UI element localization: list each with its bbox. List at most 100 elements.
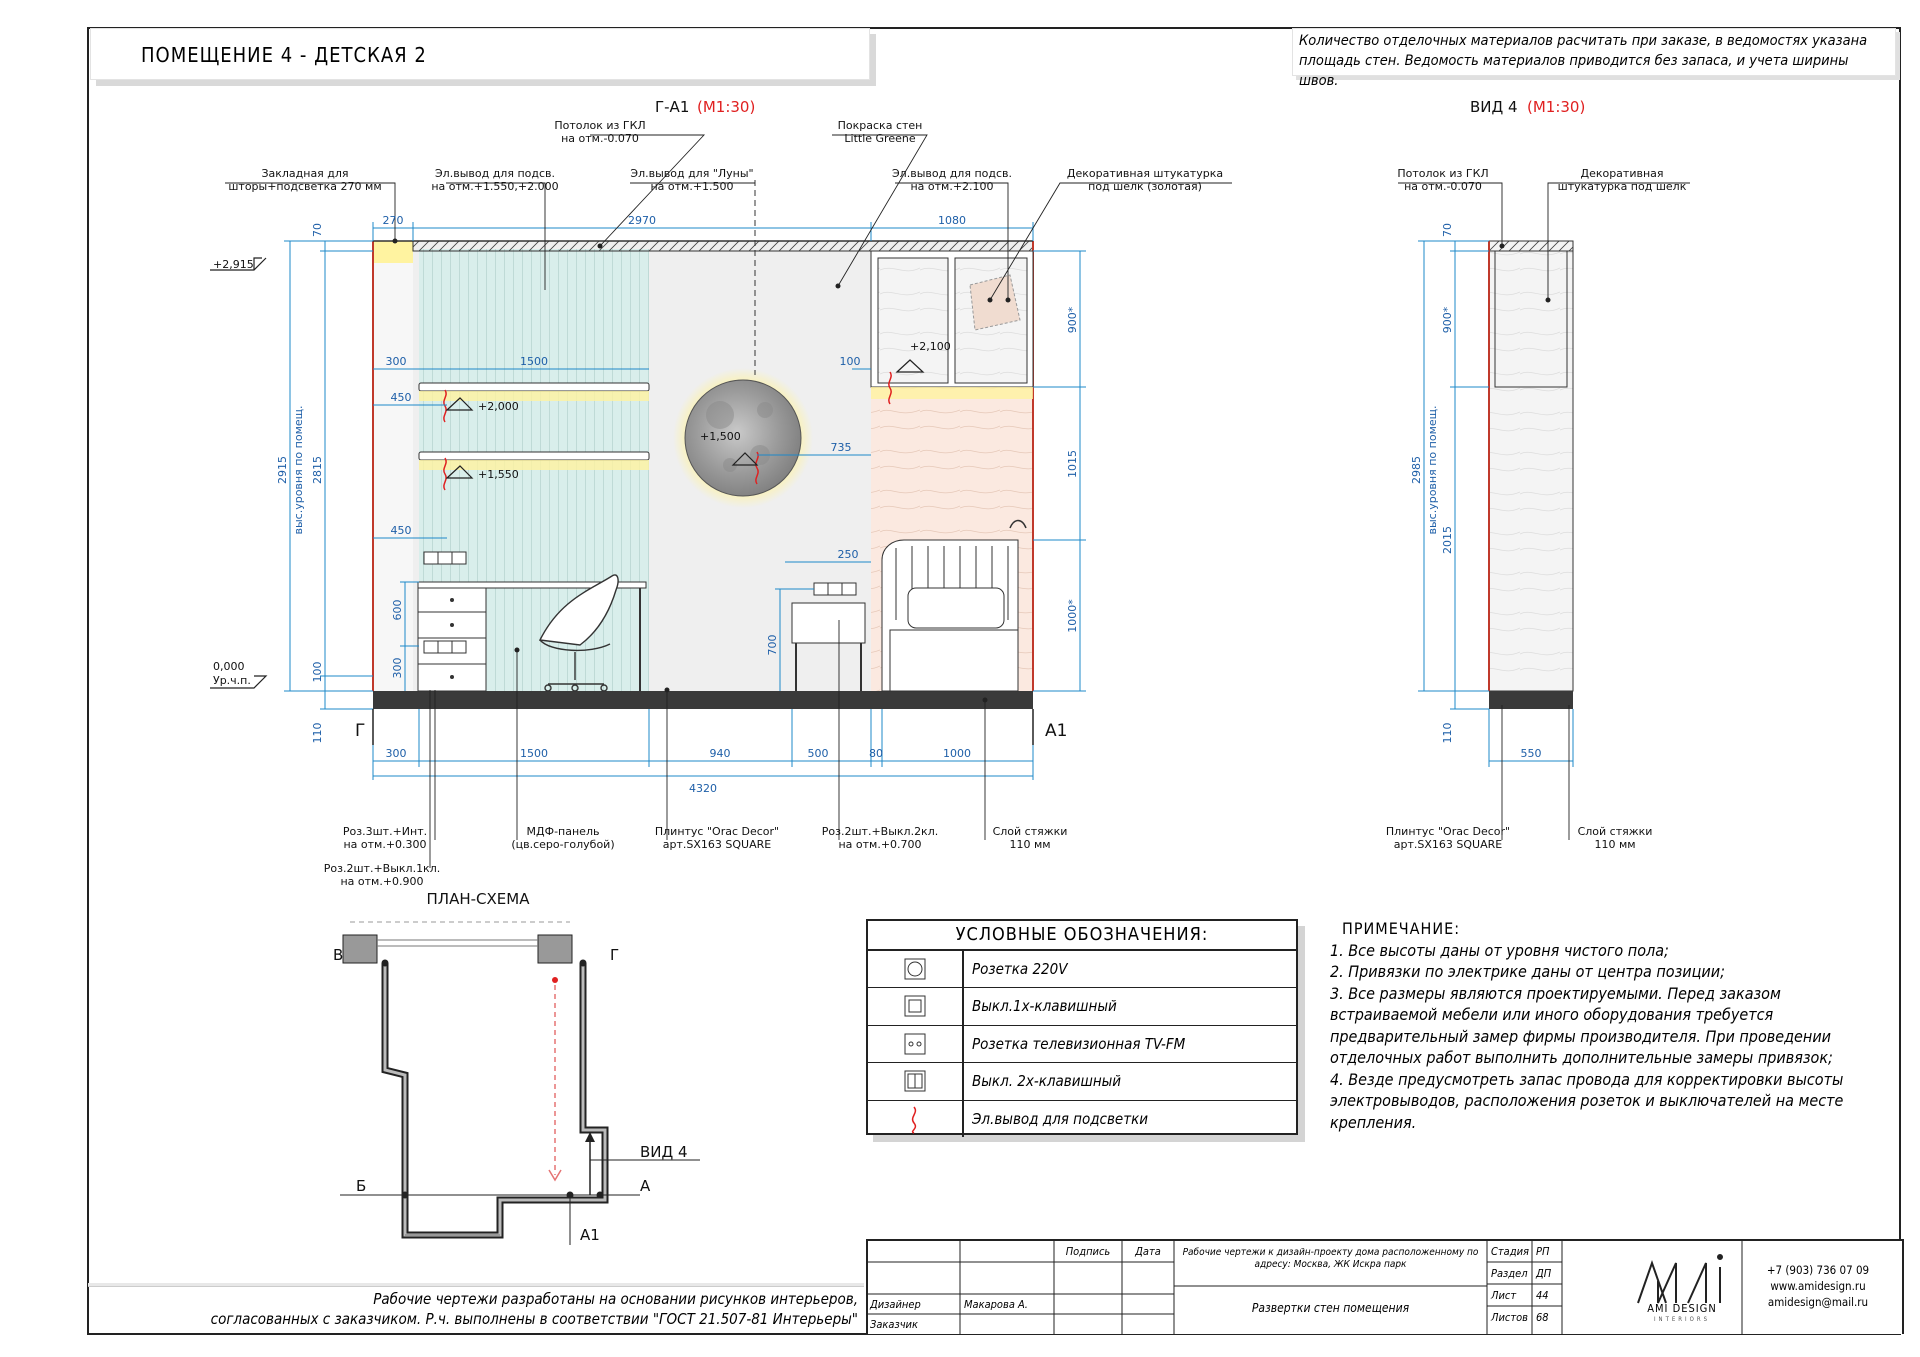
plan-label-a1: А1 [580,1226,600,1244]
switch-2-icon [904,1070,926,1092]
legend-row: Розетка 220V [868,951,1296,989]
label-paint-1: Покраска стен [838,119,923,132]
plan-label-b: Б [356,1177,366,1195]
view-dim-caption: выс.уровня по помещ. [1426,406,1439,535]
elev-main-title: Г-А1 [655,98,689,116]
level-zero-label: Ур.ч.п. [213,674,251,687]
dim-left-100: 100 [311,662,324,683]
level-1500: +1,500 [700,430,741,443]
dim-top-3: 1080 [938,214,966,227]
footer-line-2: согласованных с заказчиком. Р.ч. выполне… [210,1310,858,1328]
label-b2-1: Роз.2шт.+Выкл.1кл. [324,862,440,875]
stamp-sheets-label: Листов [1491,1311,1528,1324]
switch-1-icon [904,995,926,1017]
elev-view-scale: (М1:30) [1527,98,1585,116]
legend-text: Эл.вывод для подсветки [972,1109,1149,1128]
note-item: 1. Все высоты даны от уровня чистого пол… [1330,940,1669,960]
notes-block: ПРИМЕЧАНИЕ: 1. Все высоты даны от уровня… [1330,918,1850,1133]
dim-bot-1: 300 [386,747,407,760]
plan-title: ПЛАН-СХЕМА [427,890,531,908]
tv-socket-icon [904,1033,926,1055]
light-outlet-icon [911,1106,917,1134]
dim-right-3: 1000* [1066,599,1079,633]
legend-text: Розетка 220V [972,960,1068,978]
contact-site: www.amidesign.ru [1770,1279,1866,1293]
dim-left-caption: выс.уровня по помещ. [292,406,305,535]
ami-logo-icon [1637,1254,1723,1304]
curtain-niche [373,241,413,691]
dim-shelf-300: 300 [386,355,407,368]
legend-row: Выкл.1х-клавишный [868,988,1296,1026]
dim-bot-6: 1000 [943,747,971,760]
logo-sub: INTERIORS [1653,1316,1711,1323]
label-ceiling-1: Потолок из ГКЛ [554,119,645,132]
axis-g: Г [355,721,365,741]
top-note: Количество отделочных материалов расчита… [1292,28,1896,89]
label-b6-2: 110 мм [1009,838,1050,851]
level-zero: 0,000 [213,660,245,673]
level-2000: +2,000 [478,400,519,413]
plan-label-v: В [333,946,343,964]
footer-line-1: Рабочие чертежи разработаны на основании… [373,1290,858,1308]
desk-drawers [417,587,487,692]
room-title: ПОМЕЩЕНИЕ 4 - ДЕТСКАЯ 2 [90,28,870,80]
legend-row: Розетка телевизионная TV-FM [868,1025,1296,1064]
label-b1-2: на отм.+0.300 [343,838,426,851]
dim-top-2: 2970 [628,214,656,227]
stamp-client-label: Заказчик [870,1318,918,1331]
label-b5-2: на отм.+0.700 [838,838,921,851]
dim-bot-5: 80 [869,747,883,760]
legend-title: УСЛОВНЫЕ ОБОЗНАЧЕНИЯ: [868,921,1296,951]
label-plaster-2: под шелк (золотая) [1088,180,1202,193]
plan-label-view4: ВИД 4 [640,1143,688,1161]
stamp-sheet: 44 [1536,1289,1549,1302]
legend-table: УСЛОВНЫЕ ОБОЗНАЧЕНИЯ: Розетка 220V Выкл.… [866,919,1298,1137]
dim-shelf-450b: 450 [391,524,412,537]
view-dim-110: 110 [1441,723,1454,744]
stamp-designer-label: Дизайнер [870,1298,921,1311]
stamp-project: Рабочие чертежи к дизайн-проекту дома ра… [1182,1247,1479,1270]
label-b3-2: (цв.серо-голубой) [511,838,614,851]
floor-slab [373,691,1033,709]
dim-right-1: 900* [1066,306,1079,333]
label-moon-1: Эл.вывод для "Луны" [630,167,753,180]
dim-left-70: 70 [311,223,324,237]
view-b1-2: арт.SX163 SQUARE [1394,838,1502,851]
stamp-section: ДП [1536,1267,1552,1280]
legend-text: Выкл. 2х-клавишный [972,1072,1122,1091]
label-b6-1: Слой стяжки [993,825,1068,838]
dim-left-mid: 2815 [311,456,324,484]
note-item: 2. Привязки по электрике даны от центра … [1330,962,1725,981]
label-ceiling-2: на отм.-0.070 [561,132,639,145]
shelf-1 [418,382,650,392]
dim-moon-735: 735 [831,441,852,454]
label-b3-1: МДФ-панель [527,825,600,838]
nightstand [791,602,866,644]
level-1550: +1,550 [478,468,519,481]
stamp-sign-label: Подпись [1065,1245,1111,1258]
legend-row: Эл.вывод для подсветки [868,1100,1296,1137]
dim-bot-4: 500 [808,747,829,760]
elevation-view4 [1398,182,1690,840]
footer-note: Рабочие чертежи разработаны на основании… [88,1286,864,1332]
legend-text: Выкл.1х-клавишный [972,997,1117,1016]
axis-a1: А1 [1045,721,1067,741]
curtain-light [373,241,413,263]
shelf-light-2 [419,460,649,470]
dim-light-100: 100 [840,355,861,368]
dim-total: 4320 [689,782,717,795]
label-curtain-2: шторы+подсветка 270 мм [228,180,381,193]
socket-icon [904,958,926,980]
label-b5-1: Роз.2шт.+Выкл.2кл. [822,825,938,838]
label-curtain-1: Закладная для [261,167,348,180]
dim-nightstand-700: 700 [766,635,779,656]
plan-scheme [340,921,700,1245]
label-b4-2: арт.SX163 SQUARE [663,838,771,851]
label-paint-2: Little Greene [844,132,915,145]
title-block-grid [868,1241,1743,1334]
level-2100: +2,100 [910,340,951,353]
plan-label-g: Г [610,946,619,964]
view-dim-70: 70 [1441,223,1454,237]
title-block: Подпись Дата Дизайнер Макарова А. Заказч… [866,1239,1904,1334]
